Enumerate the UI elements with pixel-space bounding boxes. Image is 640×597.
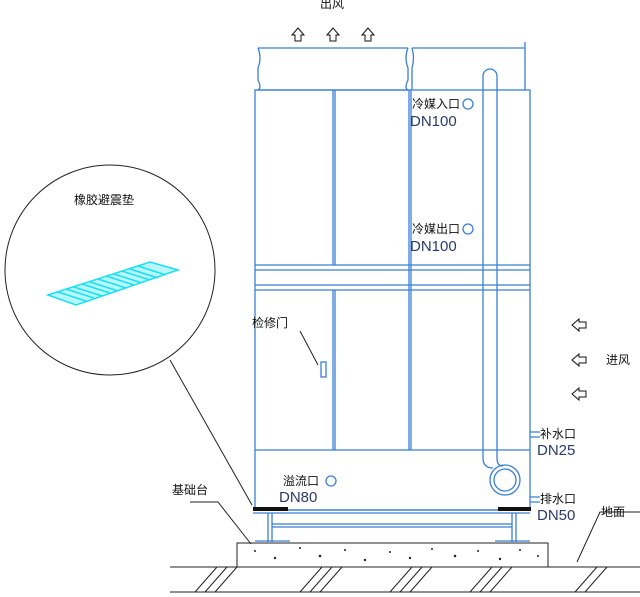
label-access-door: 检修门 [252, 316, 289, 330]
fan-hood-right [411, 42, 526, 90]
label-rubber-pad: 橡胶避震垫 [74, 193, 135, 207]
detail-circle [4, 164, 216, 376]
label-refrigerant-out-size: DN100 [410, 238, 457, 255]
up-arrow-icon [325, 27, 341, 42]
label-refrigerant-out: 冷媒出口 [412, 222, 461, 236]
label-air-in: 进风 [606, 353, 631, 367]
label-makeup-water-size: DN25 [537, 442, 576, 459]
left-arrow-icon [571, 317, 587, 333]
label-refrigerant-in: 冷媒入口 [412, 97, 461, 111]
up-arrow-icon [290, 27, 306, 42]
rubber-pad-left [253, 507, 288, 511]
fan-hood-left [257, 47, 409, 91]
label-air-out: 出风 [320, 0, 345, 11]
tower-body [254, 89, 531, 511]
foundation-block [236, 542, 549, 567]
label-drain: 排水口 [540, 492, 577, 506]
rubber-pad-detail [45, 261, 181, 306]
label-makeup-water: 补水口 [540, 427, 577, 441]
label-ground: 地面 [601, 505, 626, 519]
label-foundation: 基础台 [172, 483, 209, 497]
label-drain-size: DN50 [537, 507, 576, 524]
label-refrigerant-in-size: DN100 [410, 113, 457, 130]
pipe-coil [489, 464, 521, 496]
label-overflow-size: DN80 [279, 489, 318, 506]
access-door-handle [320, 361, 327, 378]
left-arrow-icon [571, 352, 587, 368]
refrigerant-pipe [482, 68, 504, 469]
left-arrow-icon [571, 386, 587, 402]
concrete-aggregate [254, 547, 539, 562]
up-arrow-icon [360, 27, 376, 42]
label-overflow: 溢流口 [283, 474, 320, 488]
rubber-pad-right [498, 507, 531, 511]
